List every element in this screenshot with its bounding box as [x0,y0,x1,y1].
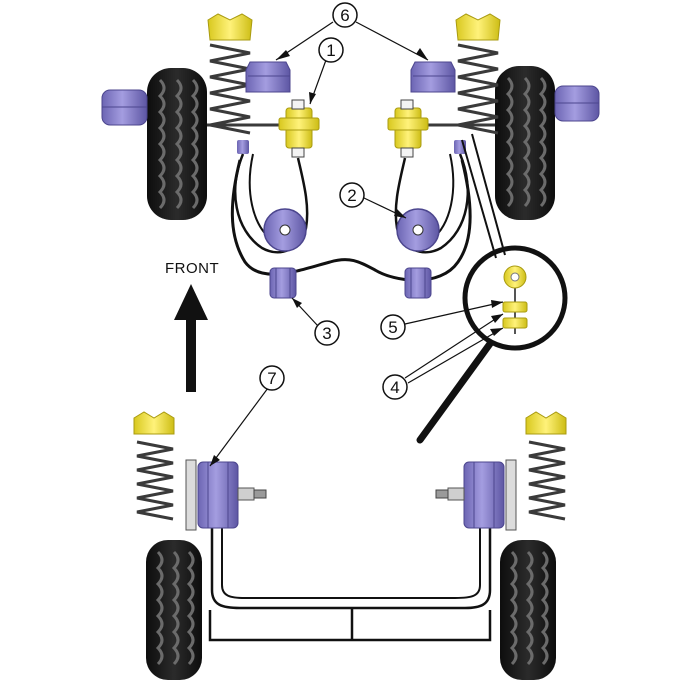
callout-5: 5 [380,300,504,340]
front-label: FRONT [165,260,219,277]
rear-right-spring [525,411,567,521]
front-left-yellow-bush [278,99,320,158]
front-right-arb-bush [404,267,432,299]
rear-suspension [133,411,567,680]
callout-7-label: 7 [267,369,276,388]
rear-beam-inner [208,610,492,642]
front-suspension [101,13,600,299]
callout-4: 4 [382,313,504,400]
rear-left-trailing-arm-bush [185,459,267,531]
callout-6-label: 6 [340,6,349,25]
rear-left-tyre [146,540,202,680]
rear-left-spring [133,411,175,521]
front-right-tyre [495,66,555,220]
rear-right-trailing-arm-bush [435,459,517,531]
front-left-wishbone-bush [263,208,307,252]
callouts: 6 1 2 3 5 [209,2,504,467]
front-left-arb-bush [269,267,297,299]
front-right-spring [455,13,501,135]
callout-6: 6 [275,2,429,61]
front-left-spring [207,13,253,135]
front-direction-arrow: FRONT [165,260,219,392]
front-left-tyre [147,68,207,220]
callout-3: 3 [291,297,340,346]
callout-5-label: 5 [388,318,397,337]
front-left-drop-link-bush [237,140,249,154]
front-left-outer-bush [101,89,148,126]
front-right-upper-bush [410,61,456,93]
rear-beam-outer [210,528,492,610]
callout-2: 2 [339,182,407,219]
callout-3-label: 3 [322,324,331,343]
front-right-outer-bush [554,85,600,122]
callout-1: 1 [309,37,344,105]
front-right-wishbone-bush [396,208,440,252]
rear-right-tyre [500,540,556,680]
front-anti-roll-bar [230,159,472,282]
front-right-yellow-bush [387,99,429,158]
callout-7: 7 [209,365,285,467]
callout-2-label: 2 [347,186,356,205]
front-left-upper-bush [245,61,291,93]
callout-4-label: 4 [390,378,399,397]
callout-1-label: 1 [326,41,335,60]
